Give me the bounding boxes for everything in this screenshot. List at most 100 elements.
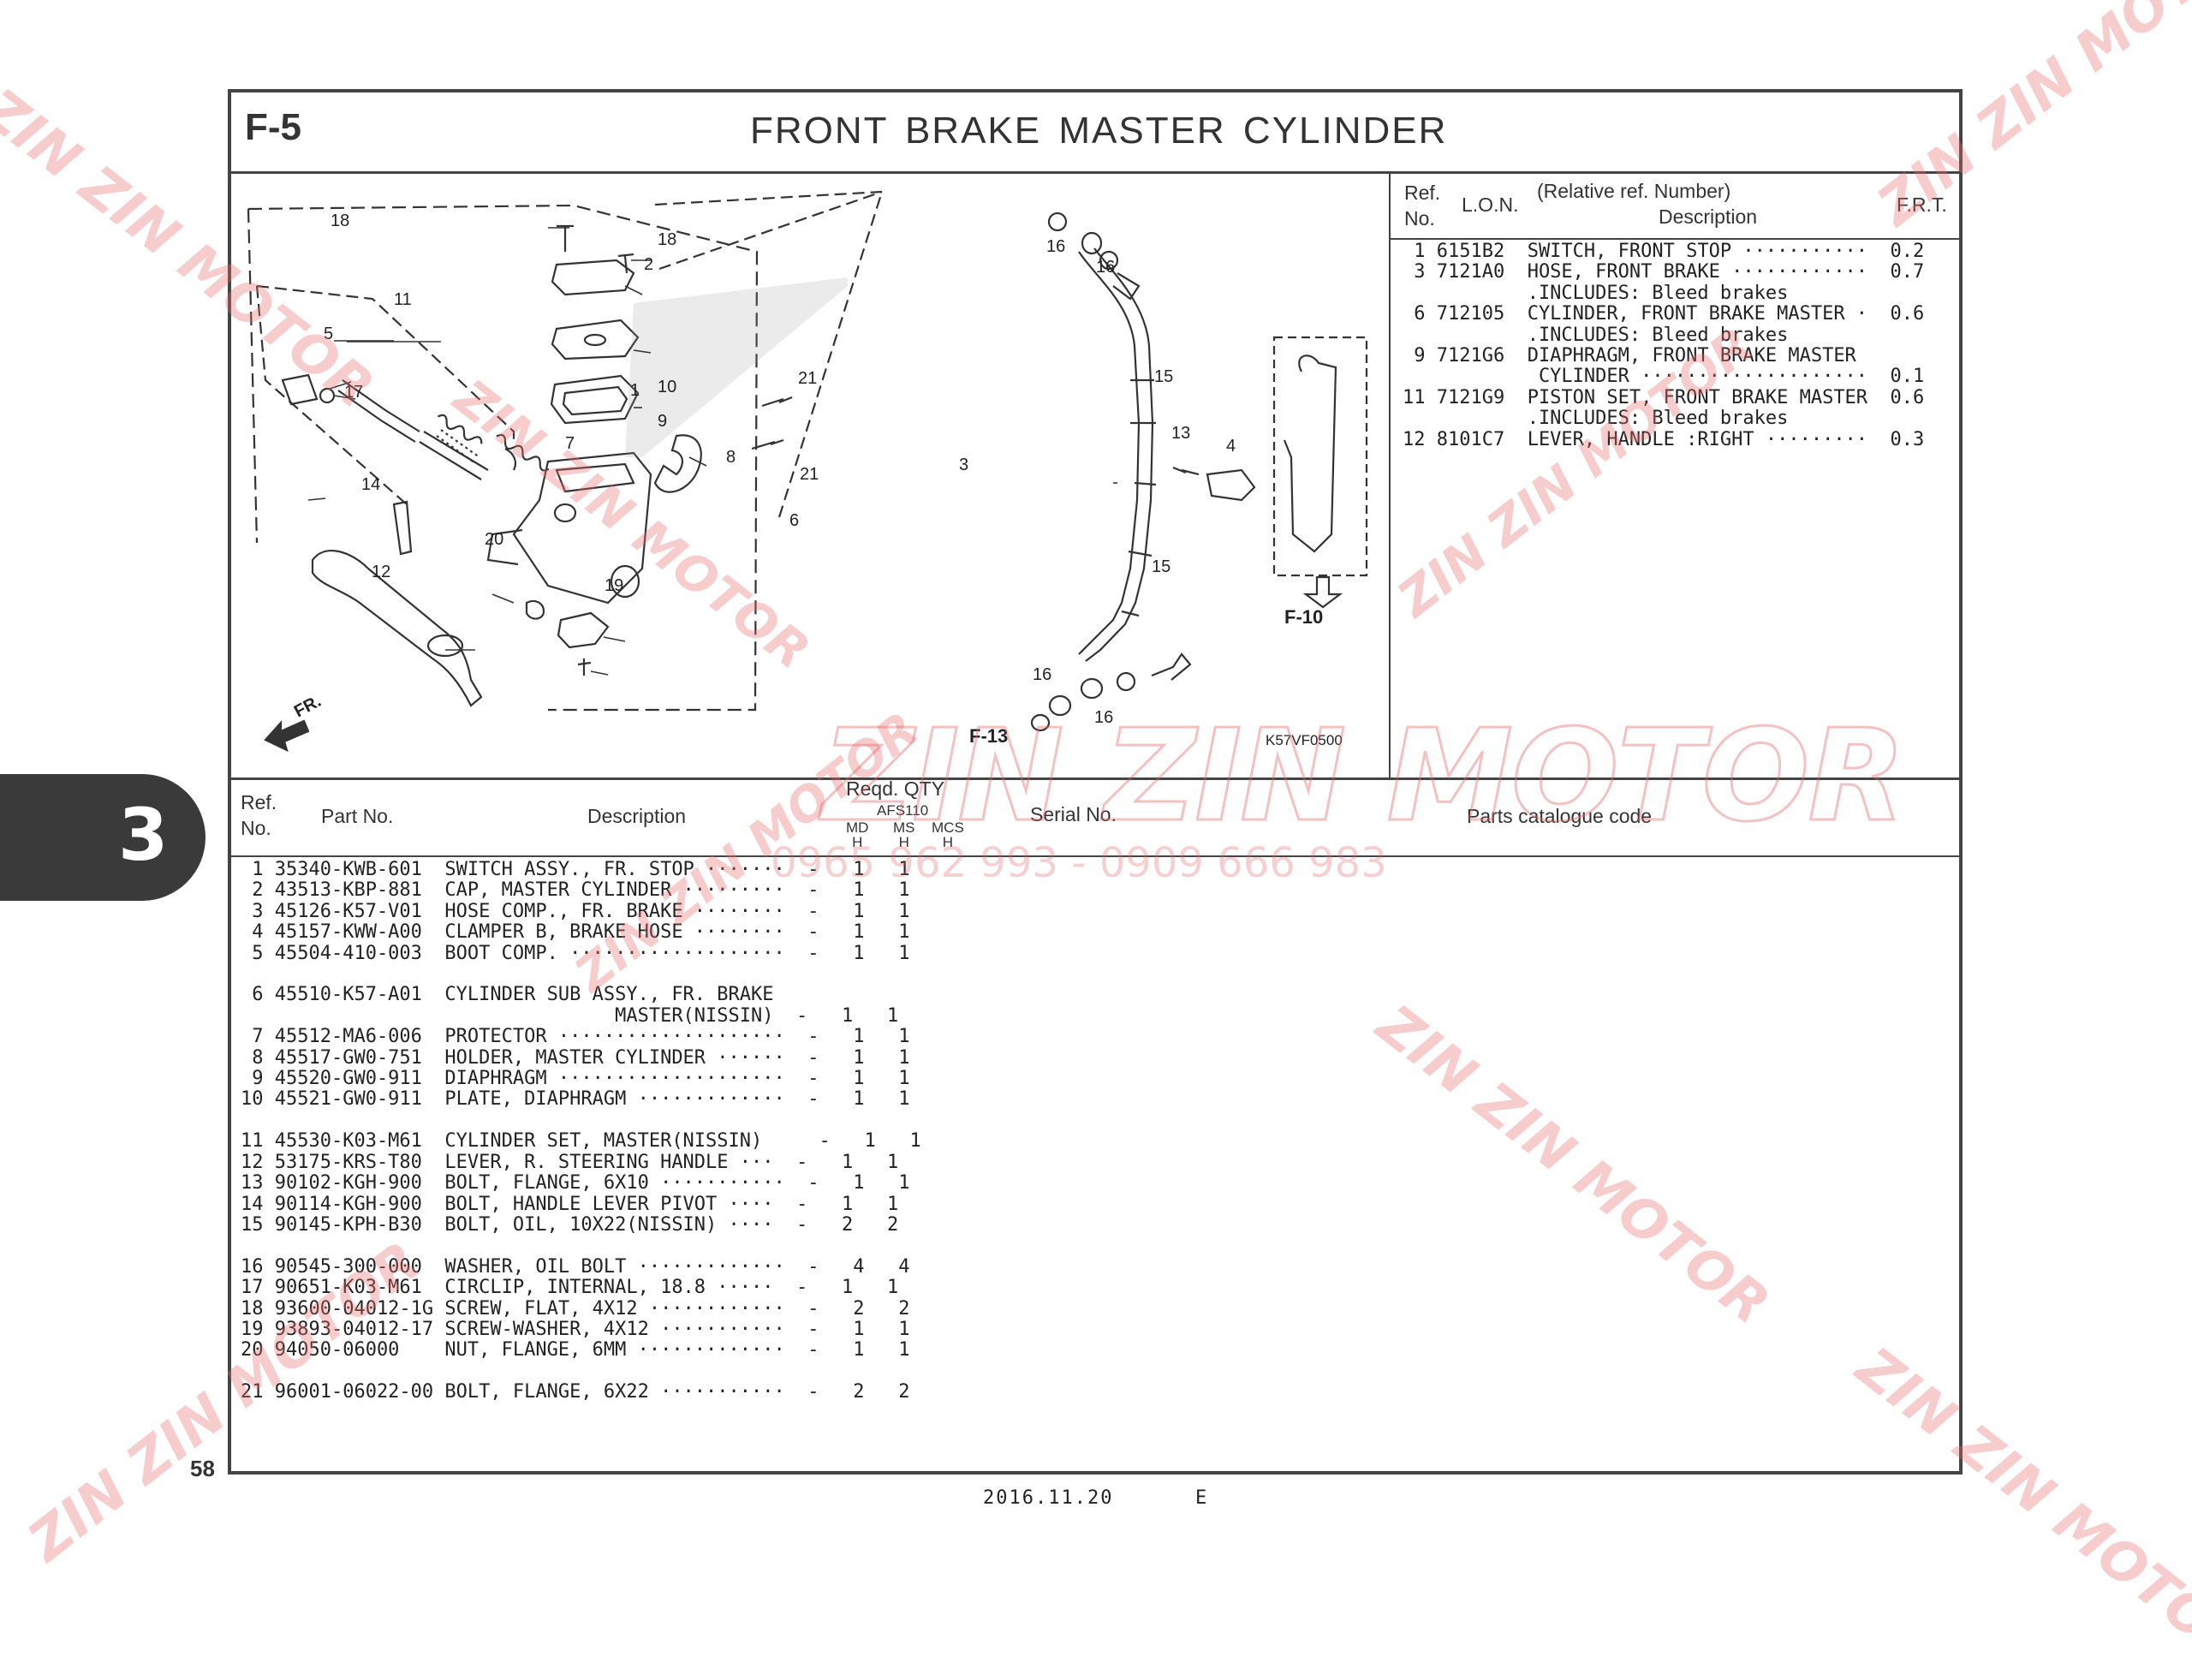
parts-row: 13 90102-KGH-900 BOLT, FLANGE, 6X10 ····…: [241, 1172, 910, 1194]
callout-1: 1: [630, 381, 640, 400]
parts-row: MASTER(NISSIN) - 1 1: [241, 1004, 899, 1027]
callout-21b: 21: [800, 465, 819, 484]
exploded-diagram: 1234567891011121314151516161616171818192…: [247, 190, 1368, 753]
parts-row: 10 45521-GW0-911 PLATE, DIAPHRAGM ······…: [241, 1088, 910, 1111]
watermark-brand-bottomright: ZIN ZIN MOTOR: [1844, 1336, 2192, 1680]
frt-row: 9 7121G6 DIAPHRAGM, FRONT BRAKE MASTER: [1403, 345, 1856, 367]
parts-model-header: AFS110: [877, 802, 929, 819]
parts-row: 12 53175-KRS-T80 LEVER, R. STEERING HAND…: [241, 1151, 899, 1173]
callout-2: 2: [644, 255, 653, 274]
callout-14: 14: [361, 475, 380, 494]
qty-col-md-header: MD H: [846, 819, 869, 850]
parts-table-body: 1 35340-KWB-601 SWITCH ASSY., FR. STOP ·…: [241, 859, 921, 1403]
parts-serial-no-header: Serial No.: [1030, 803, 1117, 825]
parts-row: [241, 1111, 921, 1131]
frt-header-divider: [1391, 238, 1961, 240]
parts-ref-no-header: Ref. No.: [241, 791, 277, 839]
parts-row: [241, 1361, 921, 1382]
frt-lon-header: L.O.N.: [1462, 194, 1519, 216]
callout-8: 8: [726, 448, 736, 467]
callout-9: 9: [658, 412, 667, 431]
parts-part-no-header: Part No.: [321, 805, 394, 827]
frt-row: 11 7121G9 PISTON SET, FRONT BRAKE MASTER…: [1403, 386, 1925, 408]
callout-16b: 16: [1096, 258, 1115, 277]
parts-row: 4 45157-KWW-A00 CLAMPER B, BRAKE HOSE ··…: [241, 921, 910, 944]
parts-row: 19 93893-04012-17 SCREW-WASHER, 4X12 ···…: [241, 1318, 910, 1340]
callout-16a: 16: [1046, 237, 1065, 256]
callout-15a: 15: [1154, 367, 1173, 386]
section-ref-f10: F-10: [1284, 606, 1323, 628]
frt-row: .INCLUDES: Bleed brakes: [1403, 282, 1789, 304]
parts-row: 3 45126-K57-V01 HOSE COMP., FR. BRAKE ··…: [241, 900, 910, 922]
footer-date: 2016.11.20: [983, 1487, 1114, 1509]
parts-row: 18 93600-04012-1G SCREW, FLAT, 4X12 ····…: [241, 1297, 910, 1320]
callout-15b: 15: [1152, 557, 1170, 576]
parts-row: 6 45510-K57-A01 CYLINDER SUB ASSY., FR. …: [241, 984, 774, 1006]
parts-catalogue-code-header: Parts catalogue code: [1467, 805, 1653, 827]
qty-col-mcs-header: MCS H: [932, 819, 964, 850]
callout-11: 11: [394, 290, 412, 309]
qty-col-ms-header: MS H: [893, 819, 915, 850]
diagram-bottom-divider: [229, 777, 1961, 780]
direction-fr-label: FR.: [291, 692, 325, 722]
frt-row: 3 7121A0 HOSE, FRONT BRAKE ············ …: [1403, 261, 1925, 283]
callout-19: 19: [605, 576, 623, 595]
parts-row: 21 96001-06022-00 BOLT, FLANGE, 6X22 ···…: [241, 1381, 910, 1403]
watermark-brand-center: ZIN ZIN MOTOR: [820, 701, 1906, 851]
frt-row: 1 6151B2 SWITCH, FRONT STOP ··········· …: [1403, 241, 1925, 262]
chapter-number: 3: [118, 793, 169, 877]
frt-desc-header: Description: [1659, 206, 1758, 228]
frt-ref-no-header: Ref. No.: [1404, 182, 1441, 229]
parts-row: 1 35340-KWB-601 SWITCH ASSY., FR. STOP ·…: [241, 859, 910, 880]
parts-reqd-qty-header: Reqd. QTY: [846, 777, 945, 800]
parts-row: 8 45517-GW0-751 HOLDER, MASTER CYLINDER …: [241, 1046, 910, 1069]
parts-row: 7 45512-MA6-006 PROTECTOR ··············…: [241, 1026, 910, 1048]
page-number: 58: [190, 1456, 215, 1481]
frt-frt-header: F.R.T.: [1897, 194, 1947, 216]
page-title: FRONT BRAKE MASTER CYLINDER: [750, 110, 1448, 152]
frt-desc-top-header: (Relative ref. Number): [1537, 180, 1731, 202]
frt-row: .INCLUDES: Bleed brakes: [1403, 324, 1789, 346]
parts-row: 11 45530-K03-M61 CYLINDER SET, MASTER(NI…: [241, 1130, 921, 1153]
page-frame: [228, 89, 1963, 1474]
parts-row: 15 90145-KPH-B30 BOLT, OIL, 10X22(NISSIN…: [241, 1213, 899, 1236]
callout-20: 20: [485, 530, 503, 549]
callout-6: 6: [789, 511, 799, 530]
callout-21a: 21: [798, 369, 817, 388]
frt-row: .INCLUDES: Bleed brakes: [1403, 408, 1789, 430]
parts-row: 2 43513-KBP-881 CAP, MASTER CYLINDER ···…: [241, 879, 910, 902]
callout-4: 4: [1226, 437, 1236, 456]
parts-row: 14 90114-KGH-900 BOLT, HANDLE LEVER PIVO…: [241, 1193, 899, 1215]
parts-row: 5 45504-410-003 BOOT COMP. ·············…: [241, 942, 910, 964]
callout-5: 5: [324, 325, 333, 343]
diagram-code: K57VF0500: [1266, 732, 1343, 748]
footer-edition: E: [1195, 1487, 1207, 1509]
frt-table-body: 1 6151B2 SWITCH, FRONT STOP ··········· …: [1403, 241, 1924, 450]
section-ref-f13: F-13: [969, 725, 1008, 747]
callout-16d: 16: [1094, 708, 1113, 727]
watermark-phone-center: 0965 962 993 - 0909 666 983: [771, 839, 1387, 887]
callout-3: 3: [959, 456, 968, 474]
callout-10: 10: [658, 378, 676, 396]
parts-row: 20 94050-06000 NUT, FLANGE, 6MM ········…: [241, 1339, 910, 1361]
parts-description-header: Description: [587, 805, 687, 827]
frt-table-divider: [1389, 173, 1391, 778]
callout-18b: 18: [658, 230, 676, 249]
parts-row: 17 90651-K03-M61 CIRCLIP, INTERNAL, 18.8…: [241, 1277, 899, 1299]
callout-17: 17: [344, 383, 363, 402]
section-code: F-5: [245, 106, 301, 148]
parts-row: [241, 1236, 921, 1256]
parts-header-divider: [229, 855, 1961, 857]
frt-row: 6 712105 CYLINDER, FRONT BRAKE MASTER · …: [1403, 303, 1925, 325]
callout-13: 13: [1171, 424, 1190, 443]
title-divider: [229, 171, 1961, 174]
callout-18a: 18: [331, 211, 349, 230]
frt-row: 12 8101C7 LEVER, HANDLE :RIGHT ·········…: [1403, 428, 1925, 450]
frt-row: CYLINDER ···················· 0.1: [1403, 366, 1925, 388]
callout-7: 7: [565, 434, 575, 453]
parts-row: 9 45520-GW0-911 DIAPHRAGM ··············…: [241, 1068, 910, 1090]
callout-16c: 16: [1033, 665, 1051, 684]
parts-row: 16 90545-300-000 WASHER, OIL BOLT ······…: [241, 1255, 910, 1278]
callout-12: 12: [372, 563, 390, 581]
chapter-tab: 3: [0, 774, 206, 901]
